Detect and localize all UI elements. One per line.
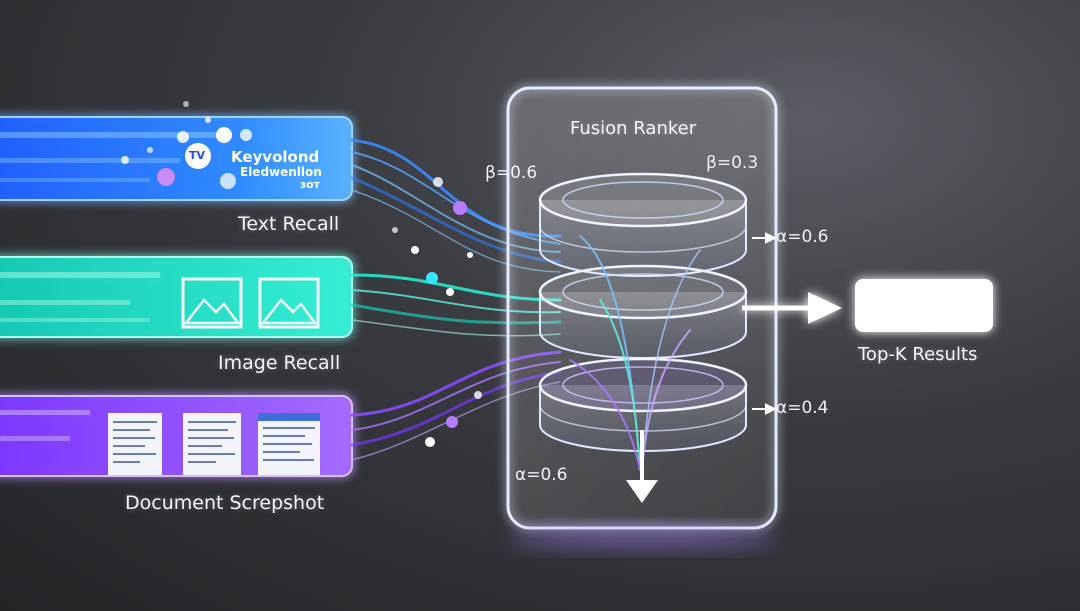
param-beta-right: β=0.3 xyxy=(706,153,759,173)
image-thumbnail-icon xyxy=(258,277,320,329)
image-recall-bar xyxy=(0,256,353,338)
image-thumbnail-icon xyxy=(181,277,243,329)
ranker-inner-flow xyxy=(569,235,701,471)
down-arrow-icon xyxy=(626,430,658,503)
output-label-top-k: Top-K Results xyxy=(858,344,978,365)
input-label-document-screenshot: Document Screpshot xyxy=(125,492,325,514)
param-alpha-bottom: α=0.4 xyxy=(776,398,829,418)
output-arrow-icon xyxy=(742,292,842,324)
input-label-text-recall: Text Recall xyxy=(238,213,340,235)
top-k-result-card xyxy=(855,279,993,332)
document-thumbnail-icon xyxy=(183,413,241,475)
text-bar-word: Keyvolond xyxy=(231,148,320,166)
flow-particles xyxy=(392,177,482,447)
fusion-ranker-title: Fusion Ranker xyxy=(570,118,697,139)
param-alpha-left: α=0.6 xyxy=(515,465,568,485)
ranker-disk-middle xyxy=(538,264,748,359)
text-badge-label: TV xyxy=(189,149,206,162)
text-bar-word: Eledwenllon xyxy=(240,165,322,179)
param-alpha-top: α=0.6 xyxy=(776,227,829,247)
document-thumbnail-icon xyxy=(108,413,162,475)
param-beta-left: β=0.6 xyxy=(485,163,538,183)
text-bar-word: ɜoт xyxy=(300,178,320,191)
text-badge-icon xyxy=(185,143,211,169)
panel-base-glow xyxy=(507,528,777,548)
ranker-disk-top xyxy=(538,172,748,277)
text-recall-bar xyxy=(0,116,353,201)
input-label-image-recall: Image Recall xyxy=(218,352,341,374)
ranker-disk-bottom xyxy=(538,357,748,452)
text-bar-bubbles xyxy=(121,101,252,189)
document-thumbnail-icon xyxy=(258,413,320,475)
